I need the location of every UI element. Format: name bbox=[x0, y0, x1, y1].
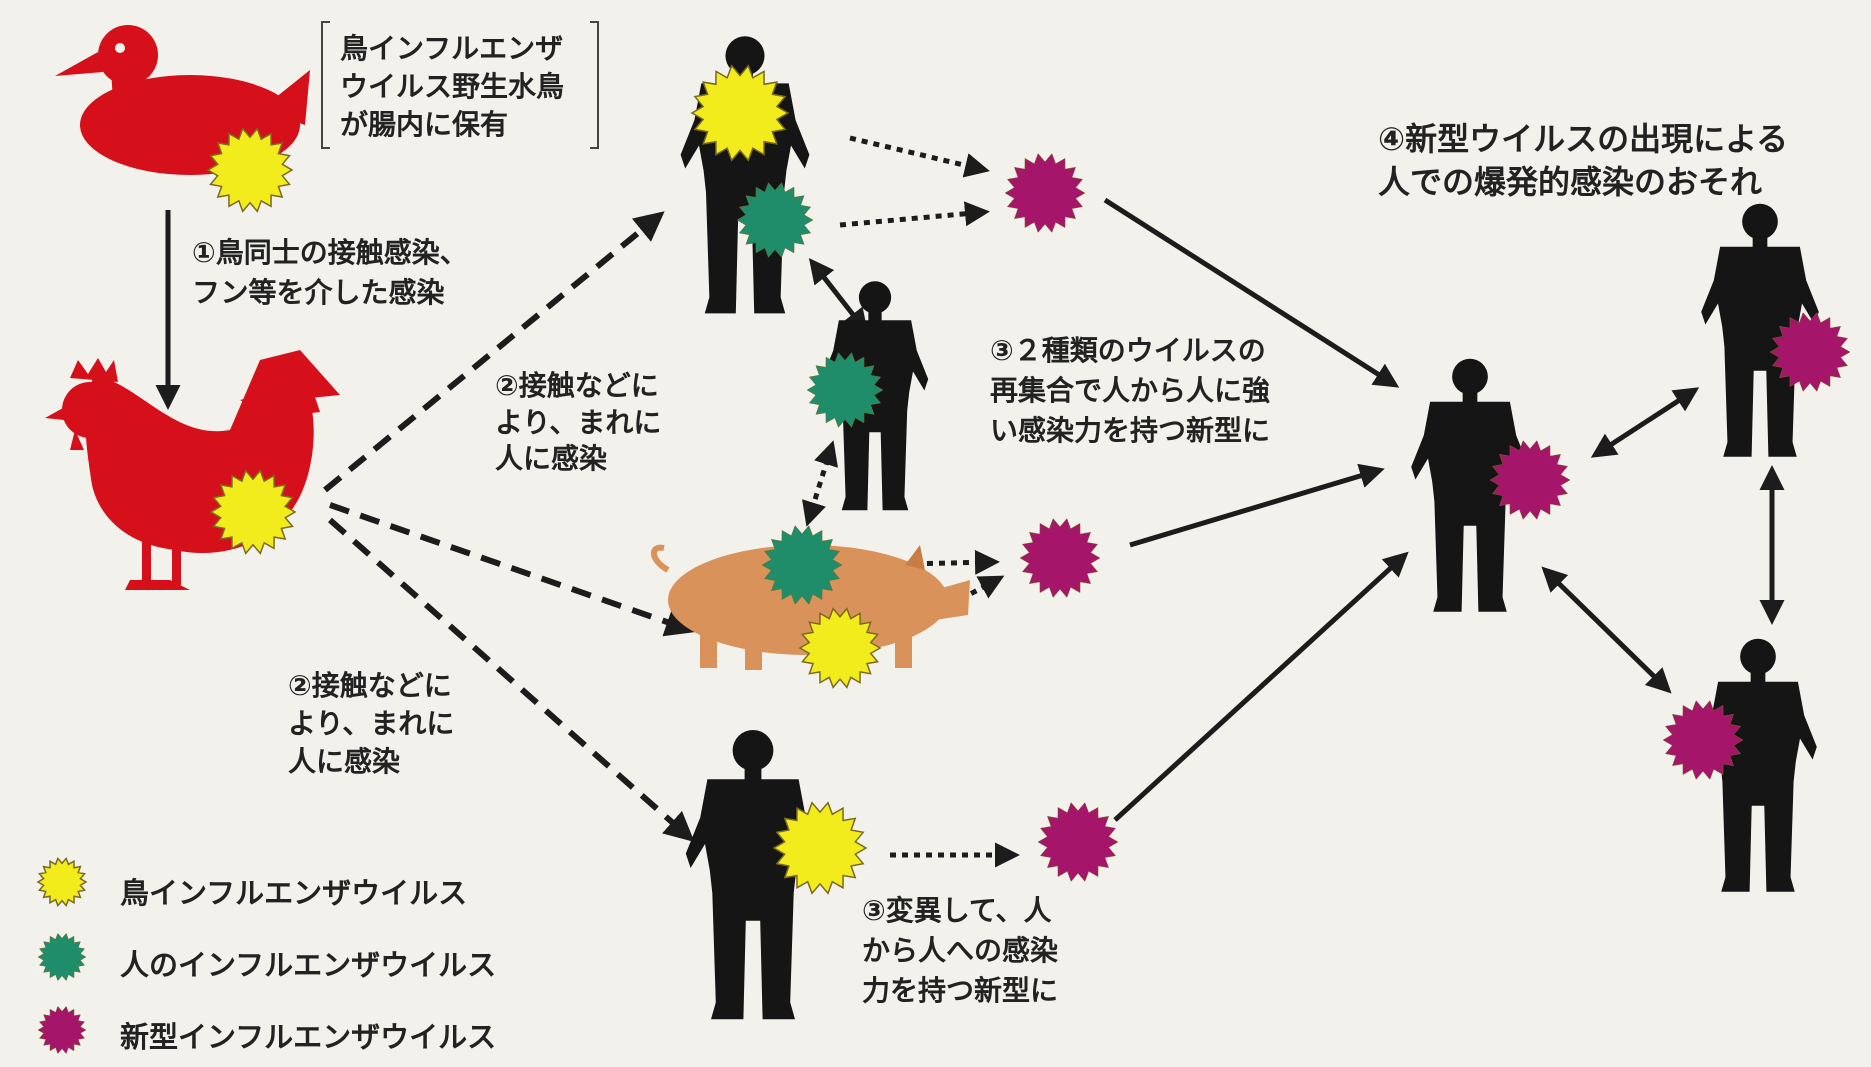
step3-mutate-line-3: 力を持つ新型に bbox=[862, 974, 1058, 1007]
step1-line-2: フン等を介した感染 bbox=[192, 276, 445, 309]
new-virus-icon bbox=[1019, 518, 1101, 598]
new-virus-icon bbox=[1769, 312, 1851, 392]
step1-line-1: ①鳥同士の接触感染、 bbox=[192, 236, 468, 269]
virus-layer bbox=[36, 64, 1851, 1055]
step3-reassort-line-2: 再集合で人から人に強 bbox=[990, 374, 1270, 407]
legend-label-avian: 鳥インフルエンザウイルス bbox=[120, 876, 467, 910]
step3-mutate-line-1: ③変異して、人 bbox=[862, 894, 1051, 927]
new-virus-icon bbox=[1037, 802, 1119, 882]
legend-label-human: 人のインフルエンザウイルス bbox=[120, 948, 496, 982]
legend: 鳥インフルエンザウイルス 人のインフルエンザウイルス 新型インフルエンザウイルス bbox=[120, 876, 496, 1054]
avian-virus-icon bbox=[690, 64, 790, 162]
arrow-new-virus-2-to-spreader bbox=[1129, 463, 1385, 548]
duck-note-line-1: 鳥インフルエンザ bbox=[340, 32, 563, 65]
human-virus-icon bbox=[37, 932, 87, 982]
step4-line-1: ④新型ウイルスの出現による bbox=[1378, 120, 1788, 158]
human-virus-icon bbox=[736, 182, 814, 258]
step3-reassort-line-1: ③２種類のウイルスの bbox=[990, 334, 1266, 367]
note-bracket-left bbox=[321, 21, 330, 149]
step2-upper-line-1: ②接触などに bbox=[495, 369, 659, 402]
new-virus-icon bbox=[1662, 700, 1744, 780]
arrow-rooster-to-person-bottom bbox=[328, 517, 695, 842]
avian-virus-icon bbox=[36, 856, 88, 908]
step2-upper-line-3: 人に感染 bbox=[495, 442, 607, 475]
duck-note-line-3: が腸内に保有 bbox=[340, 108, 508, 141]
avian-virus-icon bbox=[209, 469, 297, 555]
step2-upper-label: ②接触などに より、まれに 人に感染 bbox=[495, 369, 661, 475]
step3-reassort-label: ③２種類のウイルスの 再集合で人から人に強 い感染力を持つ新型に bbox=[990, 334, 1270, 447]
step1-label: ①鳥同士の接触感染、 フン等を介した感染 bbox=[192, 236, 468, 309]
step3-reassort-line-3: い感染力を持つ新型に bbox=[990, 414, 1270, 447]
arrow-new-virus-3-to-spreader bbox=[1113, 551, 1409, 822]
arrow-pig-to-new-virus-2 bbox=[948, 575, 1005, 608]
arrow-person-top-person-mid bbox=[808, 258, 869, 334]
arrow-person-top-to-new-virus-1 bbox=[849, 135, 990, 178]
step2-lower-line-1: ②接触などに bbox=[288, 669, 452, 702]
arrow-spreader-to-person-right-bottom bbox=[1541, 566, 1672, 694]
avian-virus-icon bbox=[798, 607, 882, 689]
step4-label: ④新型ウイルスの出現による 人での爆発的感染のおそれ bbox=[1378, 120, 1788, 201]
duck-note: 鳥インフルエンザ ウイルス野生水鳥 が腸内に保有 bbox=[321, 21, 599, 149]
new-virus-icon bbox=[1489, 440, 1571, 520]
human-virus-icon bbox=[761, 525, 843, 605]
arrow-new-virus-1-to-spreader bbox=[1103, 197, 1400, 388]
step2-lower-label: ②接触などに より、まれに 人に感染 bbox=[288, 669, 454, 778]
new-virus-icon bbox=[37, 1005, 87, 1055]
step3-mutate-line-2: から人への感染 bbox=[862, 934, 1058, 967]
note-bracket-right bbox=[590, 21, 599, 149]
legend-label-new: 新型インフルエンザウイルス bbox=[120, 1020, 496, 1054]
step4-line-2: 人での爆発的感染のおそれ bbox=[1378, 163, 1762, 201]
arrow-human-virus-pig-link bbox=[802, 440, 838, 527]
new-virus-icon bbox=[1004, 153, 1086, 233]
rooster-icon bbox=[45, 350, 340, 590]
step2-upper-line-2: より、まれに bbox=[495, 406, 661, 439]
step2-lower-line-2: より、まれに bbox=[288, 707, 454, 740]
arrow-person-top-to-new-virus-2 bbox=[839, 201, 990, 228]
transmission-arrows bbox=[155, 135, 1785, 868]
arrow-rooster-to-person-top bbox=[323, 211, 665, 493]
arrow-spreader-to-person-right-top bbox=[1590, 387, 1700, 458]
step2-lower-line-3: 人に感染 bbox=[288, 745, 400, 778]
step3-mutate-label: ③変異して、人 から人への感染 力を持つ新型に bbox=[862, 894, 1058, 1007]
human-virus-icon bbox=[806, 352, 884, 428]
duck-note-line-2: ウイルス野生水鳥 bbox=[340, 70, 564, 103]
avian-virus-icon bbox=[206, 127, 294, 213]
avian-virus-icon bbox=[772, 801, 868, 895]
